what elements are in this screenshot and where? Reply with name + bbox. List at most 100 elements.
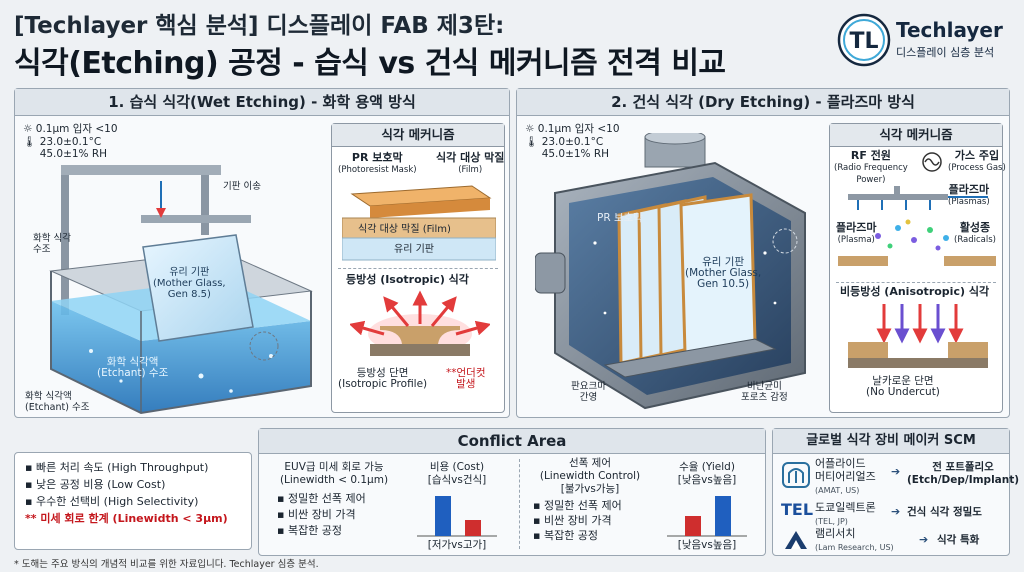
rf-source-icon [922, 152, 942, 172]
yield-bar-wet [685, 516, 701, 536]
label-isotropic-profile: 등방성 단면 (Isotropic Profile) [338, 367, 428, 390]
label-substrate-transfer: 기판 이송 [223, 181, 261, 192]
conflict-mid-item: ▪ 정밀한 선폭 제어 [533, 499, 622, 512]
label-mother-glass-gen85: 유리 기판 (Mother Glass, Gen 8.5) [153, 267, 226, 300]
condition-temperature: 23.0±0.1°C [39, 135, 102, 148]
sun-icon: ☼ [525, 123, 535, 135]
yield-bar-chart [667, 496, 747, 537]
maker-lam-desc: 식각 특화 [937, 534, 980, 546]
label-undercut-warning: **언더컷 발생 [446, 367, 486, 390]
logo-tagline: 디스플레이 심층 분석 [896, 46, 995, 59]
bullet-linewidth-limit: ** 미세 회로 한계 (Linewidth < 3μm) [25, 512, 228, 525]
maker-amat-desc: 전 포트폴리오 (Etch/Dep/Implant) [907, 461, 1020, 486]
condition-humidity: 45.0±1% RH [39, 148, 108, 160]
wet-conditions: ☼ 0.1μm 입자 <10 🌡 23.0±0.1°C 🌡 45.0±1% RH [23, 123, 118, 161]
condition-humidity: 45.0±1% RH [541, 148, 610, 160]
wet-tank-illustration [49, 165, 313, 415]
dry-etching-panel: 2. 건식 식각 (Dry Etching) - 플라즈마 방식 ☼ 0.1μm… [516, 88, 1010, 418]
scm-panel: 글로벌 식각 장비 메이커 SCM 어플라이드 머티어리얼즈(AMAT, US)… [772, 428, 1019, 556]
conflict-linewidth-title: 선폭 제어 (Linewidth Control) [불가vs가능] [539, 457, 641, 495]
wet-etching-heading: 1. 습식 식각(Wet Etching) - 화학 용액 방식 [15, 89, 509, 116]
arrow-icon: ➔ [919, 533, 929, 546]
thermometer-icon: 🌡 [525, 135, 539, 148]
conflict-mid-item: ▪ 복잡한 공정 [533, 529, 599, 542]
thermometer-icon: 🌡 [23, 135, 37, 148]
label-target-film: 식각 대상 막질(Film) [436, 151, 505, 175]
page-title: 식각(Etching) 공정 - 습식 vs 건식 메커니즘 전격 비교 [14, 46, 726, 81]
yield-bar-dry [715, 496, 731, 536]
dry-etching-heading: 2. 건식 식각 (Dry Etching) - 플라즈마 방식 [517, 89, 1009, 116]
anisotropic-profile-illustration [848, 304, 988, 368]
label-etch-tank: 화학 식각 수조 [33, 233, 71, 255]
wet-etching-panel: 1. 습식 식각(Wet Etching) - 화학 용액 방식 ☼ 0.1μm… [14, 88, 510, 418]
label-film-layer: 식각 대상 막질 (Film) [358, 224, 451, 235]
isotropic-profile-illustration [350, 290, 490, 356]
conflict-left-item: ▪ 복잡한 공정 [277, 524, 343, 537]
label-plasma: 플라즈마(Plasma) [836, 221, 877, 245]
conflict-euv-title: EUV급 미세 회로 가능 (Linewidth < 0.1μm) [279, 461, 389, 486]
cost-chart-title: 비용 (Cost) [습식vs건식] [427, 461, 487, 486]
conflict-area-panel: Conflict Area EUV급 미세 회로 가능 (Linewidth <… [258, 428, 766, 556]
maker-tel-desc: 건식 식각 정밀도 [907, 506, 982, 518]
label-etchant-outside: 화학 식각액 (Etchant) 수조 [25, 391, 90, 413]
maker-amat: 어플라이드 머티어리얼즈(AMAT, US) [815, 457, 876, 495]
conflict-left-item: ▪ 비싼 장비 가격 [277, 508, 356, 521]
tel-logo-icon: TEL [781, 500, 814, 519]
conflict-left-item: ▪ 정밀한 선폭 제어 [277, 492, 366, 505]
bullet-low-cost: ▪ 낮은 공정 비용 (Low Cost) [25, 478, 166, 491]
condition-particles: 0.1μm 입자 <10 [35, 123, 118, 135]
condition-particles: 0.1μm 입자 <10 [537, 123, 620, 135]
wet-advantages-box: ▪ 빠른 처리 속도 (High Throughput) ▪ 낮은 공정 비용 … [14, 452, 252, 550]
label-pr-protective-film: PR 보호막 [597, 212, 643, 224]
conflict-mid-item: ▪ 비싼 장비 가격 [533, 514, 612, 527]
maker-lam: 램리서치(Lam Research, US) [815, 527, 894, 552]
footer-note: * 도해는 주요 방식의 개념적 비교를 위한 자료입니다. Techlayer… [14, 559, 319, 570]
dry-mechanism-heading: 식각 메커니즘 [830, 124, 1002, 147]
plasma-generation-illustration [838, 186, 996, 266]
label-mother-glass-gen105: 유리 기판 (Mother Glass, Gen 10.5) [685, 256, 762, 290]
dry-conditions: ☼ 0.1μm 입자 <10 🌡 23.0±0.1°C 🌡 45.0±1% RH [525, 123, 620, 161]
bullet-selectivity: ▪ 우수한 선택비 (High Selectivity) [25, 495, 199, 508]
arrow-icon: ➔ [891, 465, 901, 478]
dry-chamber-illustration [535, 133, 806, 410]
wet-mechanism-heading: 식각 메커니즘 [332, 124, 504, 147]
cost-bar-wet [435, 496, 451, 536]
conflict-mid-block: 선폭 제어 (Linewidth Control) [불가vs가능] ▪ 정밀한… [525, 457, 655, 543]
dry-mechanism-box: 식각 메커니즘 RF 전원(Radio Frequency Power) 가스 … [829, 123, 1006, 413]
label-radicals: 활성종(Radicals) [954, 221, 996, 245]
cost-chart-caption: [저가vs고가] [427, 539, 487, 551]
label-no-undercut: 날카로운 단면 (No Undercut) [866, 375, 940, 398]
bullet-throughput: ▪ 빠른 처리 속도 (High Throughput) [25, 461, 209, 474]
logo-brand: Techlayer [896, 18, 1003, 42]
yield-chart-caption: [낮음vs높음] [677, 539, 737, 551]
isotropic-etch-title: 등방성 (Isotropic) 식각 [346, 273, 469, 286]
maker-tel: 도쿄일렉트론(TEL, JP) [815, 501, 876, 526]
arrow-icon: ➔ [891, 505, 901, 518]
techlayer-logo-icon: TL [837, 13, 891, 67]
yield-chart-title: 수율 (Yield) [낮음vs높음] [677, 461, 737, 486]
label-pr-mask: PR 보호막(Photoresist Mask) [338, 151, 417, 175]
label-gas-inlet: 가스 주입(Process Gas) [948, 149, 1006, 173]
label-plasmas-top: 플라즈마(Plasmas) [948, 183, 990, 207]
sun-icon: ☼ [23, 123, 33, 135]
logo-mark-text: TL [849, 29, 878, 54]
label-glass-layer: 유리 기판 [394, 244, 434, 255]
amat-logo-icon [782, 462, 810, 488]
condition-temperature: 23.0±0.1°C [541, 135, 604, 148]
particle-icon-row: ☼ 0.1μm 입자 <10 [23, 123, 118, 136]
wet-mechanism-box: 식각 메커니즘 PR 보호막(Photoresist Mask) 식각 대상 막… [331, 123, 505, 413]
conflict-left-block: EUV급 미세 회로 가능 (Linewidth < 0.1μm) ▪ 정밀한 … [269, 461, 399, 539]
lam-logo-icon [785, 531, 807, 549]
wet-layer-stack [342, 185, 496, 261]
scm-heading: 글로벌 식각 장비 메이커 SCM [773, 429, 1009, 454]
anisotropic-etch-title: 비등방성 (Anisotropic) 식각 [840, 285, 990, 298]
label-etchant-in-tank: 화학 식각액 (Etchant) 수조 [97, 356, 169, 379]
conflict-area-heading: Conflict Area [259, 429, 765, 454]
label-rf-power: RF 전원(Radio Frequency Power) [834, 149, 908, 185]
cost-bar-chart [417, 496, 497, 537]
label-plasma-wall: 판요크마 간영 [571, 381, 606, 403]
label-port: 비난균미 포로츠 감정 [741, 381, 788, 403]
cost-bar-dry [465, 520, 481, 536]
techlayer-logo: TL Techlayer 디스플레이 심층 분석 [836, 12, 1016, 68]
title-line-1: [Techlayer 핵심 분석] 디스플레이 FAB 제3탄: [14, 13, 505, 39]
